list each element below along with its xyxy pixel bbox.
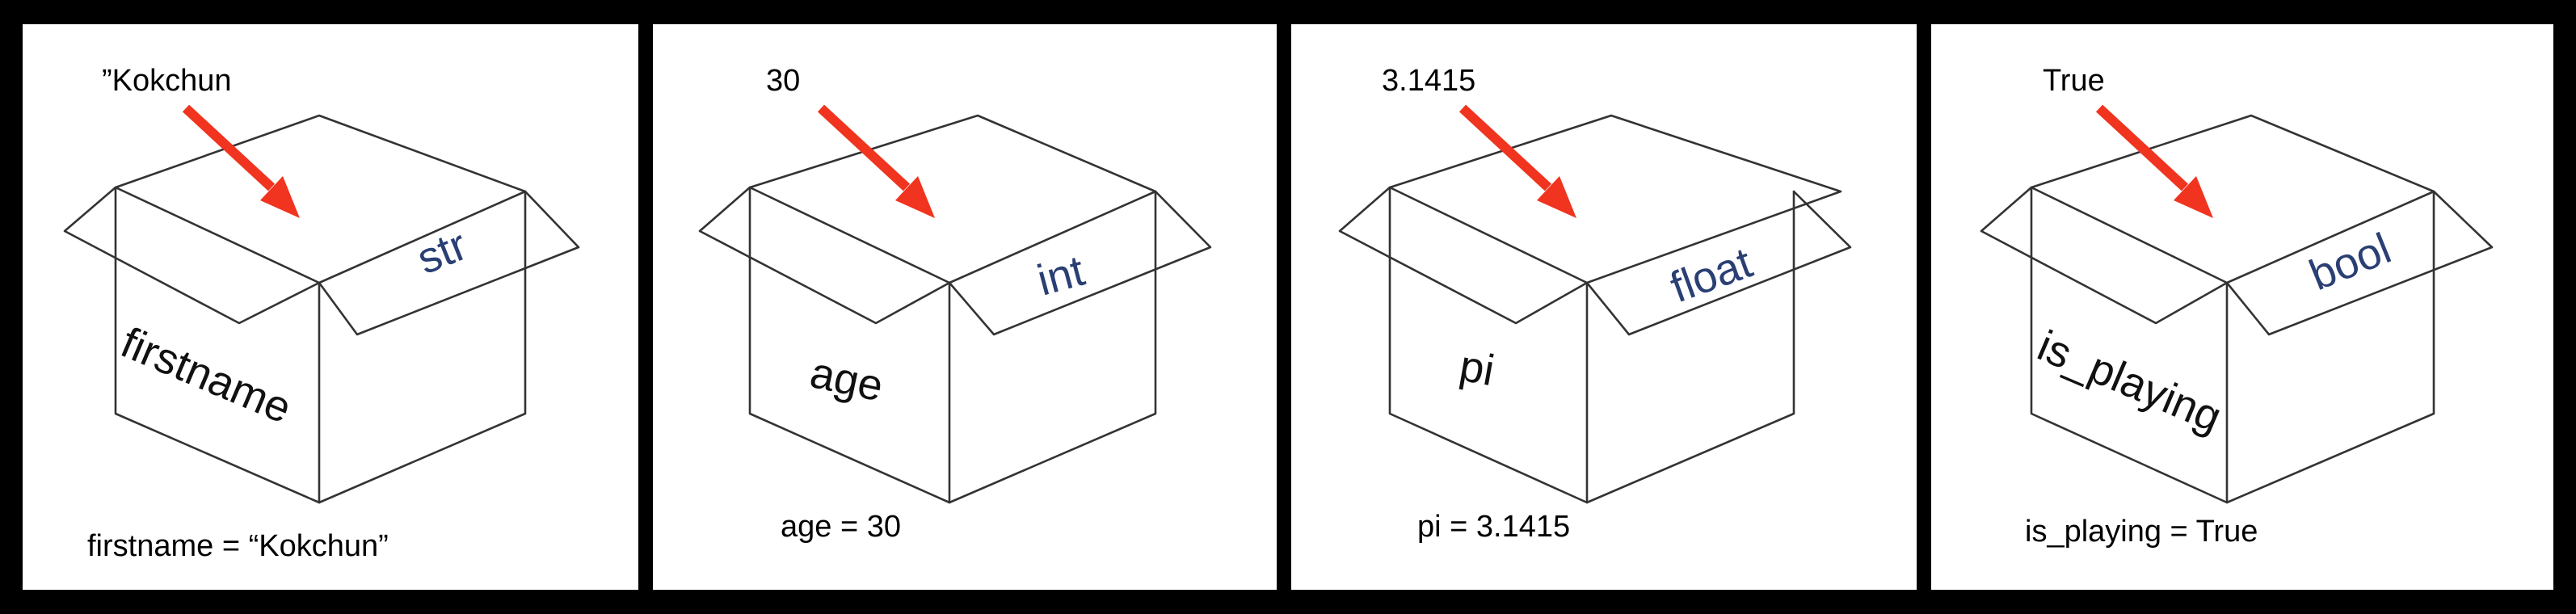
variable-name-label: age: [806, 348, 888, 410]
box-diagram-firstname: ”Kokchun str firstname firstname = “Kokc…: [63, 64, 580, 563]
variable-name-label: is_playing: [2031, 322, 2229, 442]
assigned-value: True: [2043, 64, 2105, 98]
red-arrow: [182, 104, 300, 218]
red-arrow: [817, 104, 935, 218]
panel-age: 30 int age age = 30: [653, 24, 1277, 590]
type-label: str: [410, 221, 474, 284]
open-box: [698, 114, 1212, 504]
code-statement: pi = 3.1415: [1417, 510, 1570, 544]
type-label: int: [1033, 246, 1090, 305]
code-statement: firstname = “Kokchun”: [87, 529, 389, 563]
code-statement: age = 30: [781, 510, 901, 544]
panel-firstname: ”Kokchun str firstname firstname = “Kokc…: [23, 24, 638, 590]
box-diagram-age: 30 int age age = 30: [698, 64, 1212, 544]
variable-name-label: pi: [1456, 342, 1498, 395]
open-box: [63, 114, 580, 504]
panel-is-playing: True bool is_playing is_playing = True: [1931, 24, 2553, 590]
code-statement: is_playing = True: [2025, 515, 2258, 549]
box-diagram-is-playing: True bool is_playing is_playing = True: [1980, 64, 2494, 549]
variable-name-label: firstname: [114, 318, 298, 433]
open-box: [1338, 114, 1852, 504]
panel-pi: 3.1415 float pi pi = 3.1415: [1291, 24, 1917, 590]
assigned-value: ”Kokchun: [102, 64, 232, 98]
red-arrow: [1458, 104, 1576, 218]
assigned-value: 30: [766, 64, 800, 98]
box-diagram-pi: 3.1415 float pi pi = 3.1415: [1338, 64, 1852, 544]
assigned-value: 3.1415: [1382, 64, 1475, 98]
red-arrow: [2095, 104, 2213, 218]
open-box: [1980, 114, 2494, 504]
type-label: bool: [2303, 224, 2397, 300]
